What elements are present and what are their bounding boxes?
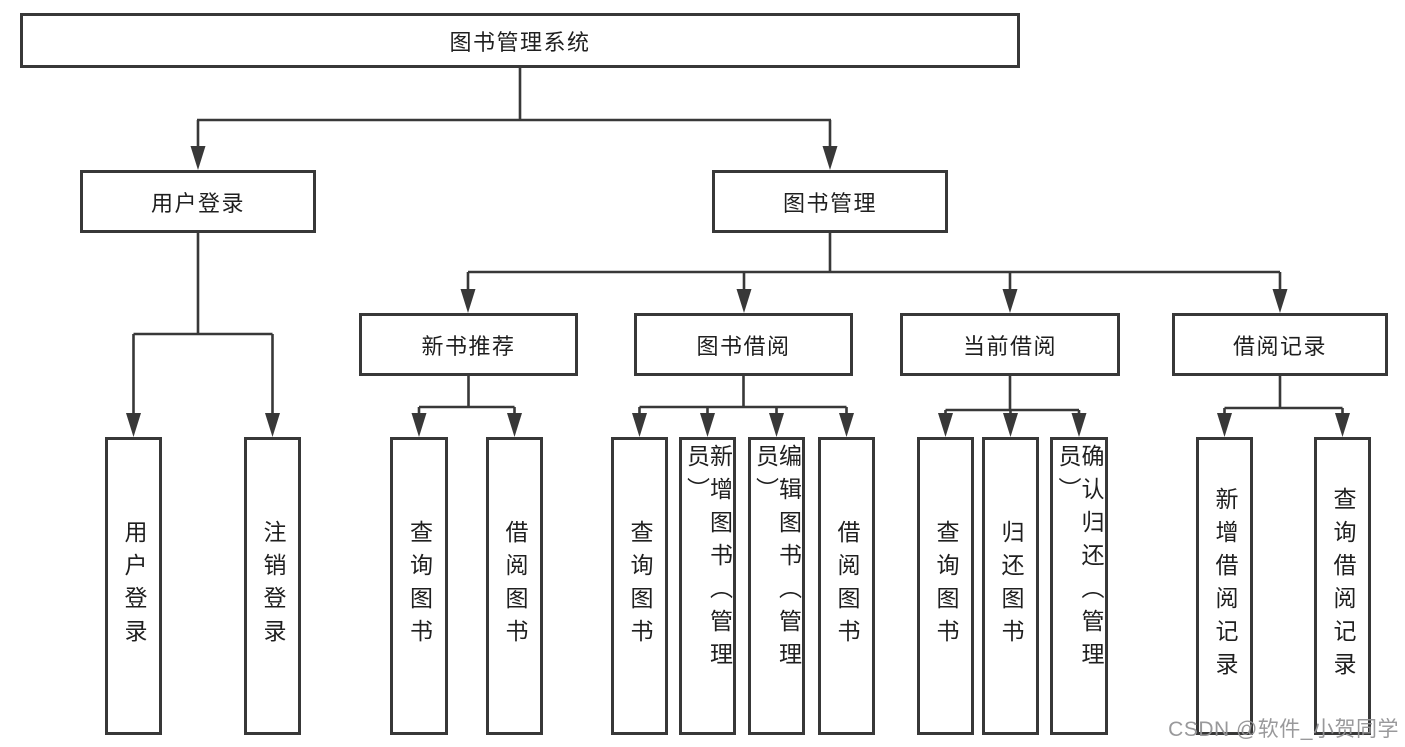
- connector-book-management-children: [460, 233, 1288, 313]
- connector-borrowing-records-children: [1217, 376, 1350, 437]
- connector-user-login-children: [126, 233, 280, 437]
- node-book-borrowing: 图书借阅: [634, 313, 853, 376]
- connector-root-to-level2: [190, 68, 838, 170]
- leaf-records-query-record: 查询借阅记录: [1314, 437, 1371, 735]
- leaf-current-return-books: 归还图书: [982, 437, 1039, 735]
- csdn-watermark: CSDN @软件_小贺同学: [1168, 718, 1399, 741]
- leaf-logout: 注销登录: [244, 437, 301, 735]
- node-user-login: 用户登录: [80, 170, 316, 233]
- leaf-borrowing-borrow-books: 借阅图书: [818, 437, 875, 735]
- leaf-recommend-query-books: 查询图书: [390, 437, 448, 735]
- connector-current-borrowing-children: [938, 376, 1087, 437]
- leaf-current-confirm-return-admin: 确认归还（管理员）: [1050, 437, 1108, 735]
- leaf-borrowing-edit-books-admin: 编辑图书（管理员）: [748, 437, 805, 735]
- connector-book-borrowing-children: [632, 376, 854, 437]
- leaf-current-query-books: 查询图书: [917, 437, 974, 735]
- leaf-recommend-borrow-books: 借阅图书: [486, 437, 543, 735]
- node-book-management: 图书管理: [712, 170, 948, 233]
- node-new-book-recommend: 新书推荐: [359, 313, 578, 376]
- leaf-user-login: 用户登录: [105, 437, 162, 735]
- connector-new-book-recommend-children: [411, 376, 522, 437]
- leaf-borrowing-add-books-admin: 新增图书（管理员）: [679, 437, 736, 735]
- node-borrowing-records: 借阅记录: [1172, 313, 1388, 376]
- leaf-records-add-record: 新增借阅记录: [1196, 437, 1253, 735]
- node-current-borrowing: 当前借阅: [900, 313, 1120, 376]
- leaf-borrowing-query-books: 查询图书: [611, 437, 668, 735]
- node-root: 图书管理系统: [20, 13, 1020, 68]
